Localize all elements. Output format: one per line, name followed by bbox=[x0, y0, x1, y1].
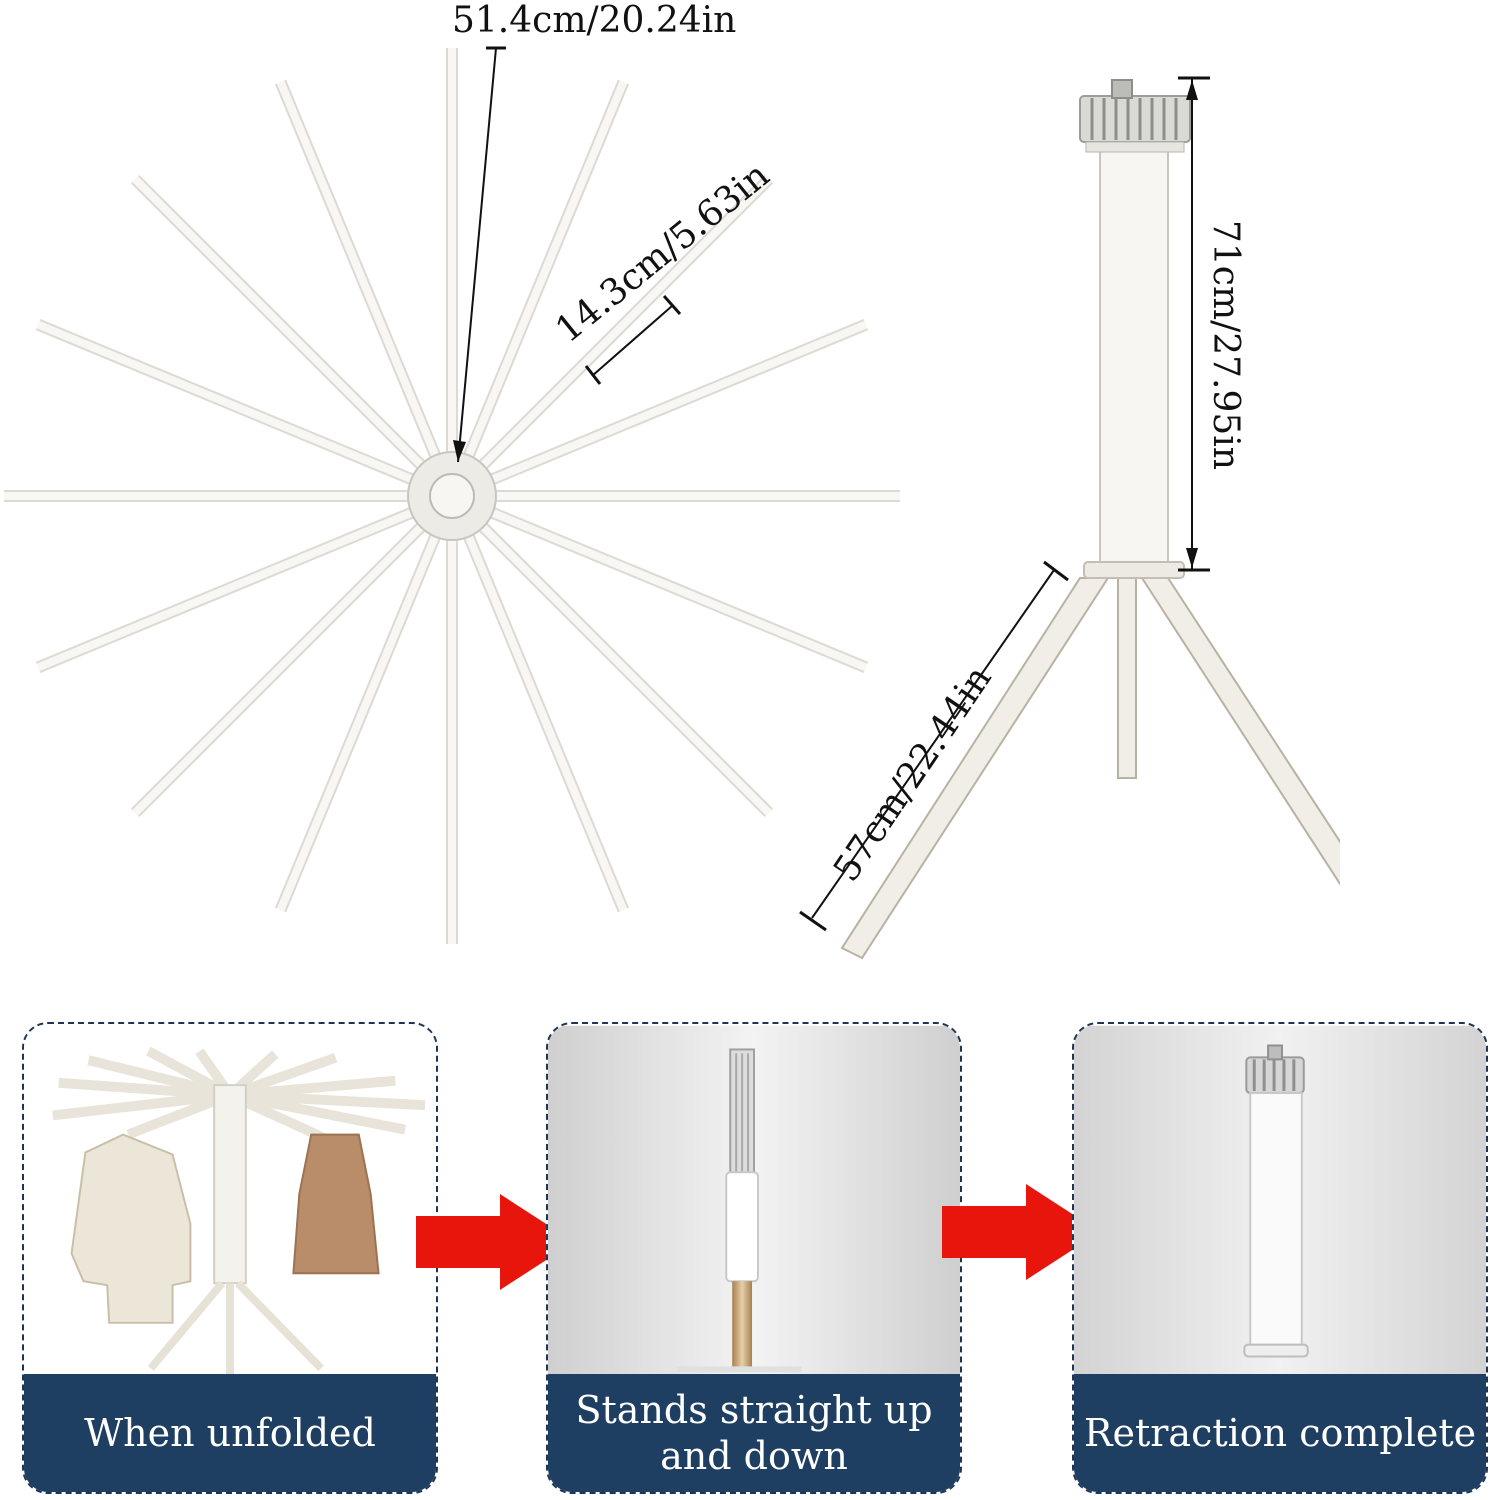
standing-pole-photo bbox=[548, 1025, 960, 1375]
radius-dimension-label: 51.4cm/20.24in bbox=[452, 0, 737, 41]
rack-arm-highlight bbox=[276, 80, 456, 498]
step-panel-unfolded: When unfolded bbox=[22, 1022, 438, 1494]
retracted-pole-photo bbox=[1074, 1025, 1486, 1375]
rack-arm-highlight bbox=[450, 492, 868, 672]
unfolded-top-view-diagram bbox=[4, 46, 900, 944]
step-panel-retracted: Retraction complete bbox=[1072, 1022, 1488, 1494]
rack-arm-highlight bbox=[276, 494, 456, 912]
rack-arm-highlight bbox=[36, 492, 454, 672]
height-dimension-label: 71cm/27.95in bbox=[1205, 220, 1246, 470]
rack-arm-highlight bbox=[132, 176, 455, 499]
rack-arm-highlight bbox=[132, 493, 455, 816]
step-caption: Retraction complete bbox=[1074, 1374, 1486, 1492]
right-arrow-icon bbox=[416, 1194, 574, 1290]
rack-arm-highlight bbox=[450, 320, 868, 500]
folded-stand-side-view bbox=[799, 76, 1340, 960]
rack-arm-highlight bbox=[448, 494, 628, 912]
unfolded-rack-photo bbox=[24, 1025, 436, 1375]
rack-arm-highlight bbox=[36, 320, 454, 500]
step-caption: When unfolded bbox=[24, 1374, 436, 1492]
right-arrow-icon bbox=[942, 1184, 1100, 1280]
step-caption: Stands straight up and down bbox=[548, 1374, 960, 1492]
rack-arm-highlight bbox=[449, 176, 772, 499]
rack-arm-highlight bbox=[449, 493, 772, 816]
rack-arm-highlight bbox=[448, 80, 628, 498]
step-panel-standing: Stands straight up and down bbox=[546, 1022, 962, 1494]
